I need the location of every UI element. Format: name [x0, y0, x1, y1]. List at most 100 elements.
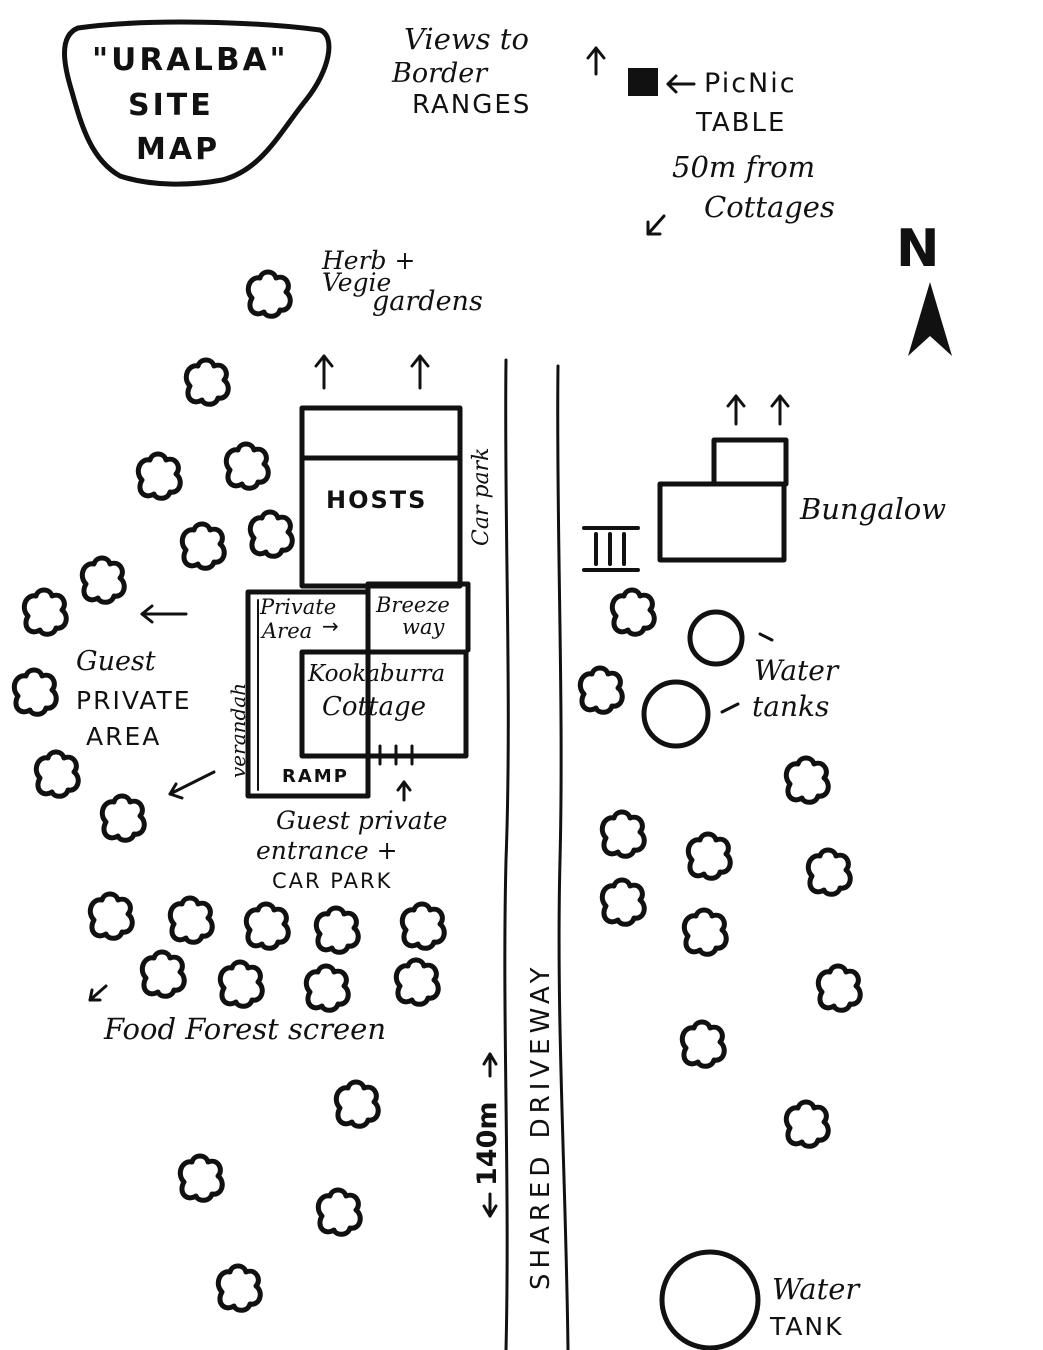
distance-arrow-icon: [482, 1052, 498, 1218]
guest-entrance-line-2: entrance +: [256, 836, 398, 865]
picnic-line-1: PicNic: [704, 68, 797, 99]
arrow-down-left-icon: [88, 984, 108, 1002]
shared-driveway-label: SHARED DRIVEWAY: [526, 962, 556, 1290]
bush-icon: [186, 360, 228, 404]
breezeway-line-1: Breeze: [376, 593, 450, 617]
bush-icon: [24, 590, 66, 634]
bush-icon: [138, 454, 180, 498]
bush-icon: [808, 850, 850, 894]
title-cloud: [62, 19, 332, 187]
bush-icon: [36, 752, 78, 796]
hosts-label: HOSTS: [326, 486, 428, 514]
cottage-line-1: Kookaburra: [308, 661, 446, 687]
private-area-line-2: Area: [262, 619, 313, 643]
bush-icon: [316, 908, 358, 952]
bush-icon: [170, 898, 212, 942]
bush-icon: [786, 1102, 828, 1146]
bush-icon: [142, 952, 184, 996]
bush-icon: [684, 910, 726, 954]
bush-icon: [318, 1190, 360, 1234]
food-forest-label: Food Forest screen: [104, 1012, 386, 1046]
breezeway-line-2: way: [402, 615, 445, 639]
map-title: "URALBA": [92, 44, 289, 77]
bush-icon: [218, 1266, 260, 1310]
guest-area-line-3: AREA: [86, 722, 162, 751]
herb-garden-bush-icon: [248, 272, 290, 316]
bush-icon: [580, 668, 622, 712]
guest-area-bushes: [14, 360, 292, 840]
bush-icon: [82, 558, 124, 602]
bush-icon: [336, 1082, 378, 1126]
arrow-up-icon: [726, 394, 790, 426]
arrow-left-icon: [140, 604, 216, 800]
kookaburra-cottage: [299, 649, 469, 759]
bungalow-annex: [711, 437, 789, 487]
arrow-up-icon: [396, 780, 412, 802]
bush-icon: [226, 444, 268, 488]
guest-entrance-line-1: Guest private: [276, 806, 448, 835]
bush-icon: [602, 880, 644, 924]
picnic-line-2: TABLE: [696, 108, 787, 138]
bush-icon: [612, 590, 654, 634]
bush-icon: [182, 524, 224, 568]
title-line-1: "URALBA": [92, 42, 289, 78]
water-tanks-line-1: Water: [754, 654, 839, 687]
arrow-up-icon: [314, 354, 430, 390]
bush-icon: [602, 812, 644, 856]
verandah-label: verandah: [226, 682, 250, 778]
bungalow-steps-icon: [582, 526, 640, 572]
herb-line-1: Herb +: [322, 246, 416, 275]
large-water-tank-icon: [659, 1249, 761, 1350]
guest-area-line-2: PRIVATE: [76, 686, 192, 715]
water-tank-line-2: TANK: [770, 1312, 844, 1341]
cottage-line-2: Cottage: [322, 692, 426, 722]
map-title-map: MAP: [136, 132, 221, 167]
lower-left-bushes: [180, 1082, 378, 1310]
entrance-ticks: [378, 744, 414, 766]
water-tank-line-1: Water: [772, 1272, 860, 1306]
bush-icon: [180, 1156, 222, 1200]
bush-icon: [102, 796, 144, 840]
arrow-right-icon: →: [322, 614, 339, 638]
north-arrow-icon: [908, 282, 952, 356]
views-line-2: Border: [392, 58, 488, 89]
private-area-line-1: Private: [260, 595, 337, 619]
bush-icon: [688, 834, 730, 878]
distance-label: 140m: [472, 1101, 503, 1187]
water-tank-icon: [641, 679, 711, 749]
bush-icon: [786, 758, 828, 802]
bush-icon: [14, 670, 56, 714]
driveway-left-edge: [503, 358, 510, 1350]
north-label: N: [896, 219, 940, 279]
bush-icon: [402, 904, 444, 948]
water-tanks-line-2: tanks: [752, 690, 830, 723]
herb-line-2: Vegie: [322, 268, 392, 297]
arrow-left-icon: [666, 74, 696, 94]
bush-icon: [246, 904, 288, 948]
car-park-label: Car park: [469, 447, 494, 546]
bungalow-label: Bungalow: [800, 492, 947, 526]
arrow-up-icon: [586, 46, 606, 76]
picnic-line-4: Cottages: [704, 190, 835, 224]
bush-icon: [90, 894, 132, 938]
bungalow-building: [657, 481, 787, 563]
bush-icon: [250, 512, 292, 556]
guest-area-line-1: Guest: [76, 646, 156, 677]
picnic-table-icon: [628, 68, 658, 96]
verandah-outline: [245, 589, 371, 799]
bush-icon: [306, 966, 348, 1010]
bush-icon: [818, 966, 860, 1010]
water-tank-icon: [687, 609, 745, 667]
food-forest-bushes: [90, 894, 444, 1010]
views-line-3: RANGES: [412, 90, 532, 120]
arrow-down-left-icon: [646, 214, 666, 236]
ramp-label: RAMP: [282, 766, 349, 787]
herb-line-3: gardens: [372, 286, 483, 317]
map-title-site: SITE: [128, 88, 214, 123]
driveway-right-edge: [556, 364, 570, 1350]
guest-entrance-line-3: CAR PARK: [272, 869, 393, 893]
bush-icon: [220, 962, 262, 1006]
views-line-1: Views to: [404, 22, 529, 56]
bush-icon: [682, 1022, 724, 1066]
